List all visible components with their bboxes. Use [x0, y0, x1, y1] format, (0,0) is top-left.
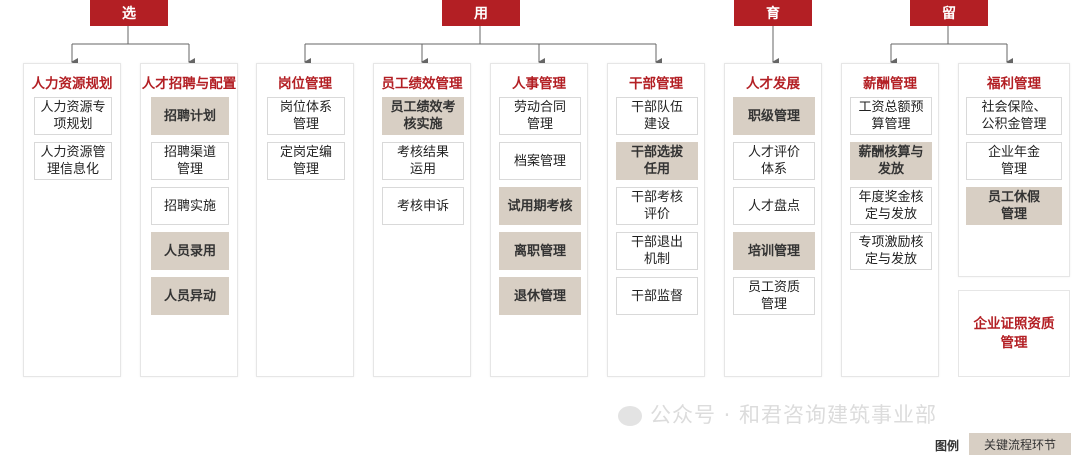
process-box: 干部队伍 建设: [616, 97, 698, 135]
process-box: 劳动合同 管理: [499, 97, 581, 135]
column-title: 员工绩效管理: [381, 76, 463, 92]
key-process-box: 人员录用: [151, 232, 229, 270]
process-box: 人才评价 体系: [733, 142, 815, 180]
header-yu: 育: [734, 0, 812, 26]
column-hr-planning: 人力资源规划 人力资源专 项规划 人力资源管 理信息化: [23, 63, 121, 377]
key-process-box: 职级管理: [733, 97, 815, 135]
column-personnel-mgmt: 人事管理 劳动合同 管理 档案管理 试用期考核 离职管理 退休管理: [490, 63, 588, 377]
key-process-box: 培训管理: [733, 232, 815, 270]
header-yong: 用: [442, 0, 520, 26]
column-title: 福利管理: [987, 76, 1041, 92]
column-position-mgmt: 岗位管理 岗位体系 管理 定岗定编 管理: [256, 63, 354, 377]
process-box: 人才盘点: [733, 187, 815, 225]
column-title: 人事管理: [512, 76, 566, 92]
column-title: 人才发展: [746, 76, 800, 92]
column-performance-mgmt: 员工绩效管理 员工绩效考 核实施 考核结果 运用 考核申诉: [373, 63, 471, 377]
process-box: 干部考核 评价: [616, 187, 698, 225]
column-title: 干部管理: [629, 76, 683, 92]
process-box: 企业年金 管理: [966, 142, 1062, 180]
key-process-box: 试用期考核: [499, 187, 581, 225]
process-box: 档案管理: [499, 142, 581, 180]
key-process-box: 离职管理: [499, 232, 581, 270]
column-title: 人力资源规划: [31, 76, 113, 92]
process-box: 定岗定编 管理: [267, 142, 345, 180]
process-box: 员工资质 管理: [733, 277, 815, 315]
key-process-box: 干部选拔 任用: [616, 142, 698, 180]
process-box: 考核结果 运用: [382, 142, 464, 180]
key-process-box: 薪酬核算与 发放: [850, 142, 932, 180]
header-xuan: 选: [90, 0, 168, 26]
key-process-box: 人员异动: [151, 277, 229, 315]
process-box: 社会保险、 公积金管理: [966, 97, 1062, 135]
column-title: 人才招聘与配置: [141, 76, 237, 92]
process-box: 考核申诉: [382, 187, 464, 225]
column-compensation: 薪酬管理 工资总额预 算管理 薪酬核算与 发放 年度奖金核 定与发放 专项激励核…: [841, 63, 939, 377]
process-box: 年度奖金核 定与发放: [850, 187, 932, 225]
column-title: 薪酬管理: [863, 76, 917, 92]
key-process-box: 退休管理: [499, 277, 581, 315]
watermark: 公众号 · 和君咨询建筑事业部: [618, 399, 937, 429]
key-process-box: 员工休假 管理: [966, 187, 1062, 225]
column-welfare: 福利管理 社会保险、 公积金管理 企业年金 管理 员工休假 管理: [958, 63, 1070, 277]
process-box: 人力资源专 项规划: [34, 97, 112, 135]
license-qualification-box: 企业证照资质 管理: [958, 290, 1070, 377]
process-box: 工资总额预 算管理: [850, 97, 932, 135]
legend-key-swatch: 关键流程环节: [969, 433, 1071, 455]
process-box: 招聘实施: [151, 187, 229, 225]
process-box: 岗位体系 管理: [267, 97, 345, 135]
key-process-box: 员工绩效考 核实施: [382, 97, 464, 135]
column-title: 岗位管理: [278, 76, 332, 92]
process-box: 干部退出 机制: [616, 232, 698, 270]
header-liu: 留: [910, 0, 988, 26]
column-cadre-mgmt: 干部管理 干部队伍 建设 干部选拔 任用 干部考核 评价 干部退出 机制 干部监…: [607, 63, 705, 377]
column-talent-recruitment: 人才招聘与配置 招聘计划 招聘渠道 管理 招聘实施 人员录用 人员异动: [140, 63, 238, 377]
process-box: 干部监督: [616, 277, 698, 315]
wechat-icon: [618, 406, 642, 426]
process-box: 招聘渠道 管理: [151, 142, 229, 180]
legend-label: 图例: [935, 439, 960, 453]
key-process-box: 招聘计划: [151, 97, 229, 135]
column-talent-dev: 人才发展 职级管理 人才评价 体系 人才盘点 培训管理 员工资质 管理: [724, 63, 822, 377]
process-box: 人力资源管 理信息化: [34, 142, 112, 180]
process-box: 专项激励核 定与发放: [850, 232, 932, 270]
